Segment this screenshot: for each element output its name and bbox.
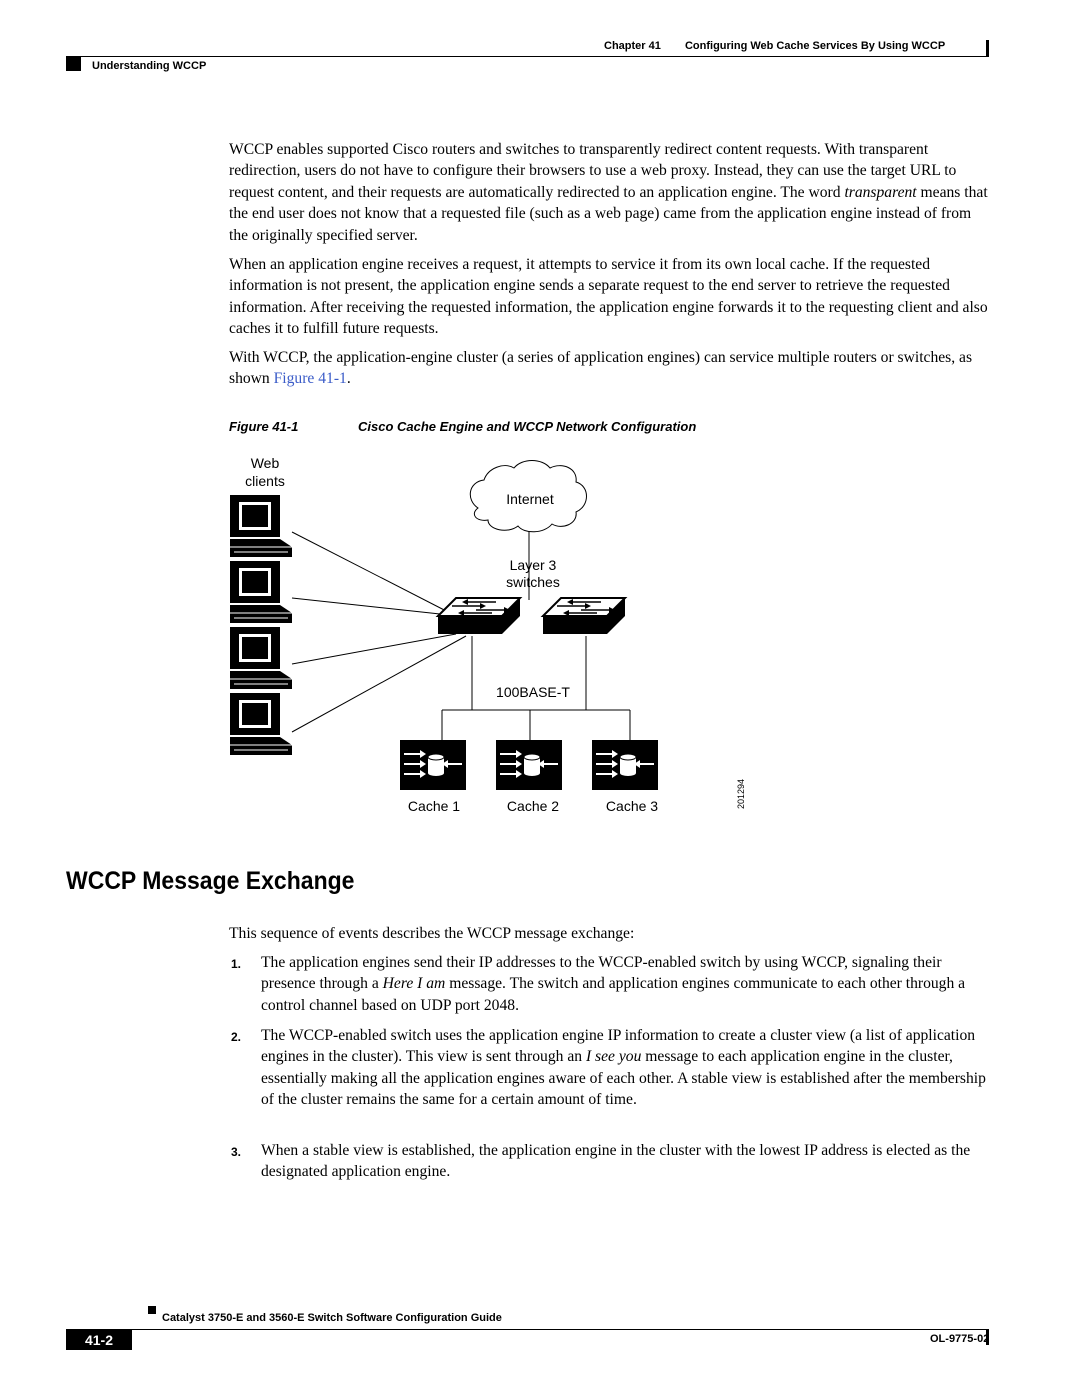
web-client-4-icon	[229, 692, 293, 756]
footer-doc-bar	[986, 1329, 989, 1345]
network-diagram: Web clients Internet Layer 3 switches 10…	[229, 455, 746, 814]
list-item-3: When a stable view is established, the a…	[261, 1142, 971, 1181]
header-section-marker	[66, 56, 81, 71]
label-100base-t: 100BASE-T	[496, 684, 570, 700]
list-item-1: The application engines send their IP ad…	[261, 954, 966, 1014]
link-pc3-switch	[291, 633, 457, 665]
figure-link[interactable]: Figure 41-1	[273, 370, 347, 388]
label-cache-3: Cache 3	[606, 798, 658, 814]
label-clients: clients	[245, 473, 285, 489]
header-section: Understanding WCCP	[92, 60, 207, 72]
figure-caption: Cisco Cache Engine and WCCP Network Conf…	[358, 419, 697, 434]
label-switches: switches	[506, 574, 560, 590]
chapter-title: Configuring Web Cache Services By Using …	[684, 40, 946, 52]
label-cache-1: Cache 1	[408, 798, 460, 814]
intro-paragraph-3: With WCCP, the application-engine cluste…	[229, 349, 973, 388]
figure-number: Figure 41-1	[229, 419, 299, 434]
list-item-1-number: 1.	[231, 957, 242, 971]
section-intro: This sequence of events describes the WC…	[229, 925, 635, 942]
list-item-2-number: 2.	[231, 1030, 242, 1044]
label-internet: Internet	[506, 491, 554, 507]
cache-3-icon	[591, 739, 659, 791]
cache-2-icon	[495, 739, 563, 791]
intro-paragraph-2: When an application engine receives a re…	[229, 256, 988, 338]
label-cache-2: Cache 2	[507, 798, 559, 814]
link-pc2-switch	[291, 597, 441, 615]
intro-paragraph-1: WCCP enables supported Cisco routers and…	[229, 141, 988, 244]
page-number: 41-2	[66, 1330, 132, 1350]
section-heading: WCCP Message Exchange	[66, 867, 355, 895]
layer3-switch-1-icon	[437, 597, 521, 635]
web-client-1-icon	[229, 494, 293, 558]
footer-doc-id: OL-9775-02	[930, 1333, 990, 1345]
layer3-switch-2-icon	[542, 597, 626, 635]
footer-guide-title: Catalyst 3750-E and 3560-E Switch Softwa…	[162, 1312, 502, 1324]
link-pc4-switch	[291, 635, 467, 733]
list-item-2: The WCCP-enabled switch uses the applica…	[261, 1027, 986, 1109]
header-chapter-bar	[986, 40, 989, 56]
web-client-2-icon	[229, 560, 293, 624]
figure-art-id: 201294	[736, 779, 746, 809]
link-pc1-switch	[291, 531, 453, 615]
list-item-3-number: 3.	[231, 1145, 242, 1159]
header-rule	[66, 56, 989, 57]
header-chapter: Chapter 41 Configuring Web Cache Service…	[604, 40, 945, 52]
chapter-number: Chapter 41	[604, 40, 661, 52]
web-client-3-icon	[229, 626, 293, 690]
footer-marker	[148, 1306, 156, 1314]
cache-1-icon	[399, 739, 467, 791]
label-layer3: Layer 3	[510, 557, 557, 573]
footer-rule	[66, 1329, 989, 1330]
internet-cloud-icon	[469, 460, 587, 533]
label-web: Web	[251, 455, 280, 471]
